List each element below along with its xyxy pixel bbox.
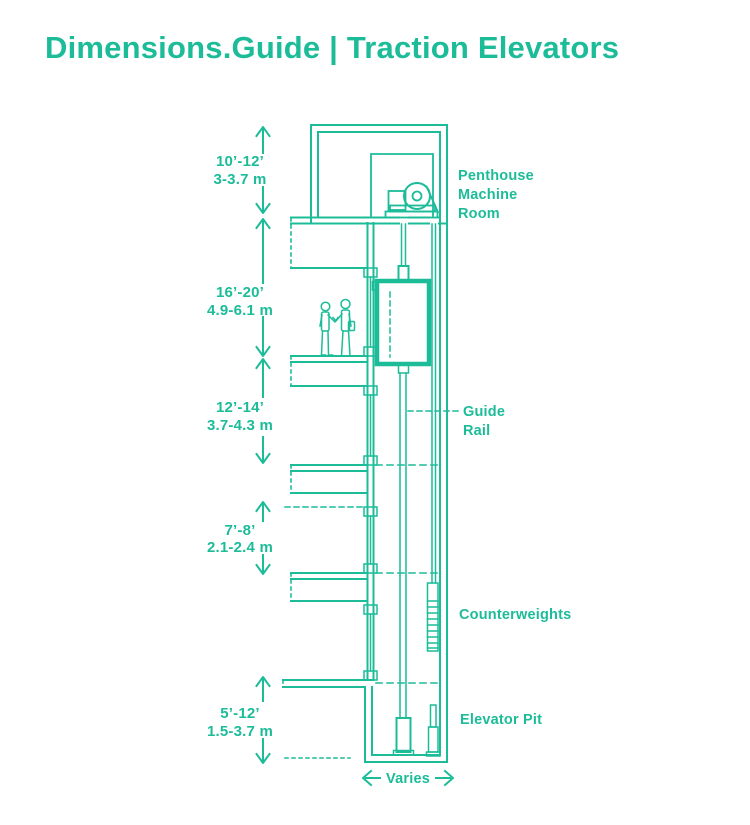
person-right <box>331 298 356 357</box>
dim-ceiling-height <box>255 501 271 575</box>
penthouse-machine-room-drawing <box>290 124 448 225</box>
dim-text-penthouse-ft: 10’-12’ <box>216 153 264 170</box>
dim-text-pit-ft: 5’-12’ <box>220 705 260 722</box>
varies-dimension: Varies <box>362 769 454 787</box>
counterweight-buffer <box>425 704 441 757</box>
hoistway-doors <box>363 267 378 681</box>
page-title: Dimensions.Guide | Traction Elevators <box>45 30 620 65</box>
person-left <box>319 301 340 356</box>
dim-penthouse-height <box>255 126 271 214</box>
floor-slabs <box>282 217 441 759</box>
penthouse-label-line3: Room <box>458 206 500 222</box>
dim-text-ceiling-m: 2.1-2.4 m <box>207 539 273 556</box>
guide-rail-label-line2: Rail <box>463 423 490 439</box>
hoist-machine <box>384 182 440 219</box>
varies-label: Varies <box>386 771 430 787</box>
counterweight <box>426 582 439 652</box>
dim-text-overhead-ft: 16’-20’ <box>216 284 264 301</box>
dim-text-topfloor-ft: 12’-14’ <box>216 399 264 416</box>
penthouse-label-line2: Machine <box>458 187 517 203</box>
guide-rail-label-line1: Guide <box>463 404 505 420</box>
elevator-car <box>374 278 432 367</box>
penthouse-label-line1: Penthouse <box>458 168 534 184</box>
dim-pit-depth <box>255 676 271 764</box>
dim-text-penthouse-m: 3-3.7 m <box>213 171 266 188</box>
elevator-car-assembly <box>371 223 432 756</box>
dim-text-topfloor-m: 3.7-4.3 m <box>207 417 273 434</box>
guide-rail <box>399 372 407 719</box>
dim-text-pit-m: 1.5-3.7 m <box>207 723 273 740</box>
counterweights-label: Counterweights <box>459 607 571 623</box>
hoistway-walls <box>364 216 448 763</box>
elevator-pit-label: Elevator Pit <box>460 712 542 728</box>
dim-top-floor-height <box>255 358 271 464</box>
dim-text-ceiling-ft: 7’-8’ <box>224 522 255 539</box>
car-buffer <box>392 717 415 756</box>
dim-text-overhead-m: 4.9-6.1 m <box>207 302 273 319</box>
dimension-texts: 10’-12’ 3-3.7 m 16’-20’ 4.9-6.1 m 12’-14… <box>207 153 273 740</box>
people-figures <box>319 298 356 357</box>
dim-overhead-height <box>255 218 271 357</box>
callout-labels: Penthouse Machine Room Guide Rail Counte… <box>407 168 571 728</box>
dimension-arrows <box>255 126 271 764</box>
counterweight-assembly <box>425 223 441 757</box>
